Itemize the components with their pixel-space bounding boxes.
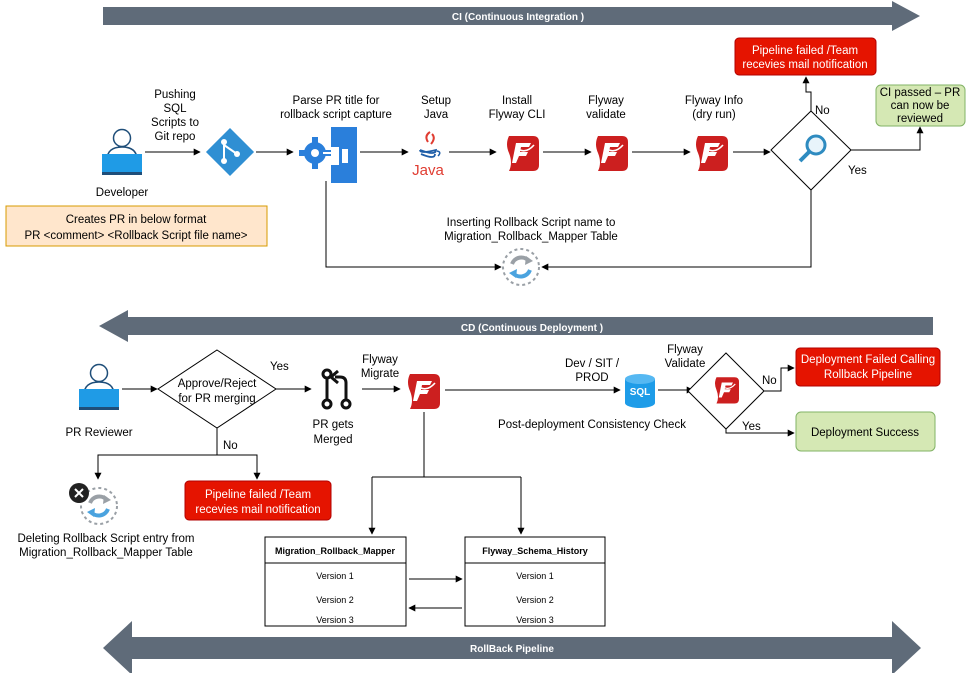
merged-line-1: PR gets — [313, 419, 354, 431]
merge-icon — [321, 368, 352, 410]
flyway-info-1: Flyway Info — [685, 95, 743, 107]
sql-badge-label: SQL — [630, 387, 651, 398]
pr-format-box — [5, 205, 268, 247]
ci-fail-line-1: Pipeline failed /Team — [752, 45, 858, 57]
cd-no-label: No — [762, 375, 777, 387]
approve-yes-label: Yes — [270, 361, 289, 373]
sql-db-icon — [625, 374, 655, 408]
approve-line-1: Approve/Reject — [178, 378, 257, 390]
developer-label: Developer — [96, 187, 149, 199]
env-line-2: PROD — [575, 372, 608, 384]
history-row-3: Version 3 — [516, 615, 554, 625]
migrate-line-1: Flyway — [362, 354, 398, 366]
ci-fail-box — [734, 37, 877, 76]
pushing-line-1: Pushing — [154, 89, 196, 101]
ci-banner-arrow — [103, 1, 920, 31]
insert-rollback-2: Migration_Rollback_Mapper Table — [444, 231, 618, 243]
pr-format-line-2: PR <comment> <Rollback Script file name> — [24, 230, 247, 242]
parse-label-2: rollback script capture — [280, 109, 392, 121]
cd-fail-line-2: Rollback Pipeline — [824, 369, 912, 381]
ci-fail-line-2: recevies mail notification — [742, 59, 867, 71]
parse-label-1: Parse PR title for — [293, 95, 380, 107]
ci-pass-line-3: reviewed — [897, 113, 943, 125]
setup-java-2: Java — [424, 109, 449, 121]
cd-validate-flyway-icon — [714, 376, 740, 405]
java-icon — [419, 131, 441, 158]
java-wordmark: Java — [412, 162, 444, 179]
cd-fail-line-1: Deployment Failed Calling — [801, 354, 935, 366]
migrate-line-2: Migrate — [361, 368, 399, 380]
rollback-sync-icon — [501, 247, 541, 287]
parse-gear-icon — [299, 127, 357, 183]
cd-banner-label: CD (Continuous Deployment ) — [461, 323, 603, 334]
ci-pass-line-1: CI passed – PR — [880, 87, 961, 99]
rollback-banner-label: RollBack Pipeline — [470, 644, 554, 655]
flyway-migrate-icon — [407, 373, 441, 410]
cd-validate-line-2: Validate — [665, 358, 706, 370]
mapper-table-title: Migration_Rollback_Mapper — [275, 546, 396, 556]
cd-banner-arrow — [99, 310, 933, 342]
delete-x-icon — [69, 483, 89, 503]
developer-icon — [101, 128, 143, 176]
pr-format-line-1: Creates PR in below format — [66, 214, 207, 226]
reject-fail-line-2: recevies mail notification — [195, 504, 320, 516]
delete-text-2: Migration_Rollback_Mapper Table — [19, 547, 193, 559]
ci-yes-label: Yes — [848, 165, 867, 177]
delete-text-1: Deleting Rollback Script entry from — [17, 533, 194, 545]
history-row-2: Version 2 — [516, 595, 554, 605]
ci-no-label: No — [815, 105, 830, 117]
mapper-table — [264, 536, 407, 627]
ci-flyway-validate-2: validate — [586, 109, 626, 121]
env-line-1: Dev / SIT / — [565, 358, 620, 370]
post-check-label: Post-deployment Consistency Check — [498, 419, 686, 431]
install-flyway-2: Flyway CLI — [489, 109, 546, 121]
flyway-install-icon — [506, 135, 540, 172]
cd-success-label: Deployment Success — [811, 427, 919, 439]
approve-no-label: No — [223, 440, 238, 452]
history-row-1: Version 1 — [516, 571, 554, 581]
install-flyway-1: Install — [502, 95, 532, 107]
cd-success-box — [795, 411, 936, 452]
reviewer-label: PR Reviewer — [65, 427, 132, 439]
ci-pass-line-2: can now be — [891, 100, 950, 112]
reviewer-icon — [78, 363, 120, 411]
approve-line-2: for PR merging — [178, 393, 255, 405]
cd-validate-line-1: Flyway — [667, 344, 703, 356]
history-table-title: Flyway_Schema_History — [482, 546, 588, 556]
pushing-line-3: Scripts to — [151, 117, 199, 129]
reject-fail-line-1: Pipeline failed /Team — [205, 489, 311, 501]
mapper-row-2: Version 2 — [316, 595, 354, 605]
cd-fail-box — [795, 347, 941, 387]
setup-java-1: Setup — [421, 95, 451, 107]
merged-line-2: Merged — [314, 434, 353, 446]
flyway-validate-icon — [595, 135, 629, 172]
insert-rollback-1: Inserting Rollback Script name to — [447, 217, 616, 229]
ci-flyway-validate-1: Flyway — [588, 95, 624, 107]
mapper-row-1: Version 1 — [316, 571, 354, 581]
flyway-info-2: (dry run) — [692, 109, 736, 121]
git-icon — [205, 127, 255, 177]
ci-pass-box — [875, 84, 966, 127]
pushing-line-2: SQL — [163, 103, 187, 115]
history-table — [464, 536, 606, 627]
ci-banner-label: CI (Continuous Integration ) — [452, 12, 584, 23]
reject-fail-box — [184, 480, 332, 521]
mapper-row-3: Version 3 — [316, 615, 354, 625]
pushing-line-4: Git repo — [155, 131, 196, 143]
cd-yes-label: Yes — [742, 421, 761, 433]
magnifier-icon — [798, 134, 827, 163]
flyway-info-icon — [695, 135, 729, 172]
rollback-banner-arrow — [103, 621, 921, 673]
